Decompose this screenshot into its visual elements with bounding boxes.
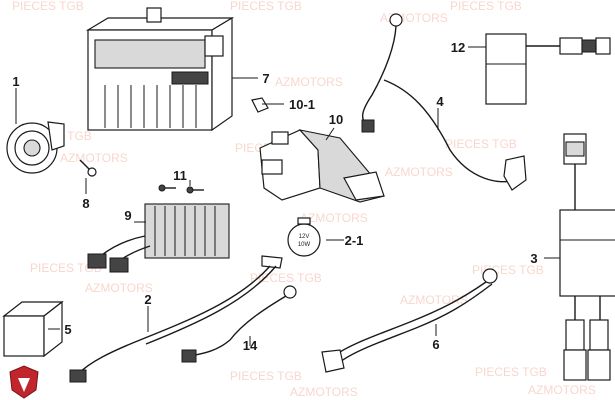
relay-box-part xyxy=(2,300,64,358)
callout-starter-relay: 10 xyxy=(329,112,343,127)
battery-cable-part xyxy=(361,13,527,191)
bolts-part xyxy=(158,184,204,194)
cdi-unit-part xyxy=(559,133,615,381)
watermark-text: AZMOTORS xyxy=(300,211,368,225)
callout-layer: 1 7 10-1 10 4 12 8 11 9 2-1 2 5 14 6 3 xyxy=(12,40,537,353)
watermark-text: AZMOTORS xyxy=(60,151,128,165)
regulator-part xyxy=(87,203,230,273)
callout-battery: 7 xyxy=(262,71,269,86)
callout-horn: 1 xyxy=(12,74,19,89)
watermark-text: PIECES TGB xyxy=(445,137,517,151)
watermark-text: PIECES TGB xyxy=(230,0,302,13)
wiring-harness-part xyxy=(69,255,283,383)
callout-relay-box: 5 xyxy=(64,322,71,337)
watermark-text: PIECES TGB xyxy=(230,369,302,383)
indicator-voltage: 12V xyxy=(299,234,310,240)
horn-part xyxy=(6,121,65,174)
regulator-fins xyxy=(154,206,216,256)
callout-ignition-coil: 12 xyxy=(451,40,465,55)
watermark-text: PIECES TGB xyxy=(450,0,522,13)
sub-harness-part xyxy=(181,285,297,363)
callout-screw: 8 xyxy=(82,196,89,211)
watermark-text: PIECES TGB xyxy=(475,365,547,379)
callout-sub-harness: 14 xyxy=(243,338,258,353)
watermark-text: PIECES TGB xyxy=(250,271,322,285)
battery-ribs xyxy=(104,85,197,128)
leader-lines xyxy=(15,46,560,346)
watermark-text: AZMOTORS xyxy=(385,165,453,179)
ground-cable-part xyxy=(321,268,498,373)
callout-cdi-unit: 3 xyxy=(530,251,537,266)
ignition-coil-part xyxy=(485,33,611,105)
callout-wiring-harness: 2 xyxy=(144,292,151,307)
callout-ground-cable: 6 xyxy=(432,337,439,352)
watermark-text: PIECES TGB xyxy=(30,261,102,275)
watermark-text: AZMOTORS xyxy=(85,281,153,295)
watermark-text: AZMOTORS xyxy=(275,75,343,89)
indicator-wattage: 10W xyxy=(298,242,311,248)
watermark-text: AZMOTORS xyxy=(528,383,596,397)
brand-logo xyxy=(9,365,39,399)
indicator-relay-part: 12V 10W xyxy=(287,217,321,257)
relay-clip-part xyxy=(251,97,269,113)
callout-regulator: 9 xyxy=(124,208,131,223)
starter-relay-part xyxy=(259,129,385,203)
callout-relay-clip: 10-1 xyxy=(289,97,315,112)
battery-part xyxy=(85,7,235,132)
callout-bolts: 11 xyxy=(173,168,187,183)
watermark-text: AZMOTORS xyxy=(290,385,358,399)
callout-battery-cable: 4 xyxy=(436,94,444,109)
screw-part xyxy=(79,159,97,177)
callout-indicator-relay: 2-1 xyxy=(345,233,364,248)
watermark-text: PIECES TGB xyxy=(12,0,84,13)
